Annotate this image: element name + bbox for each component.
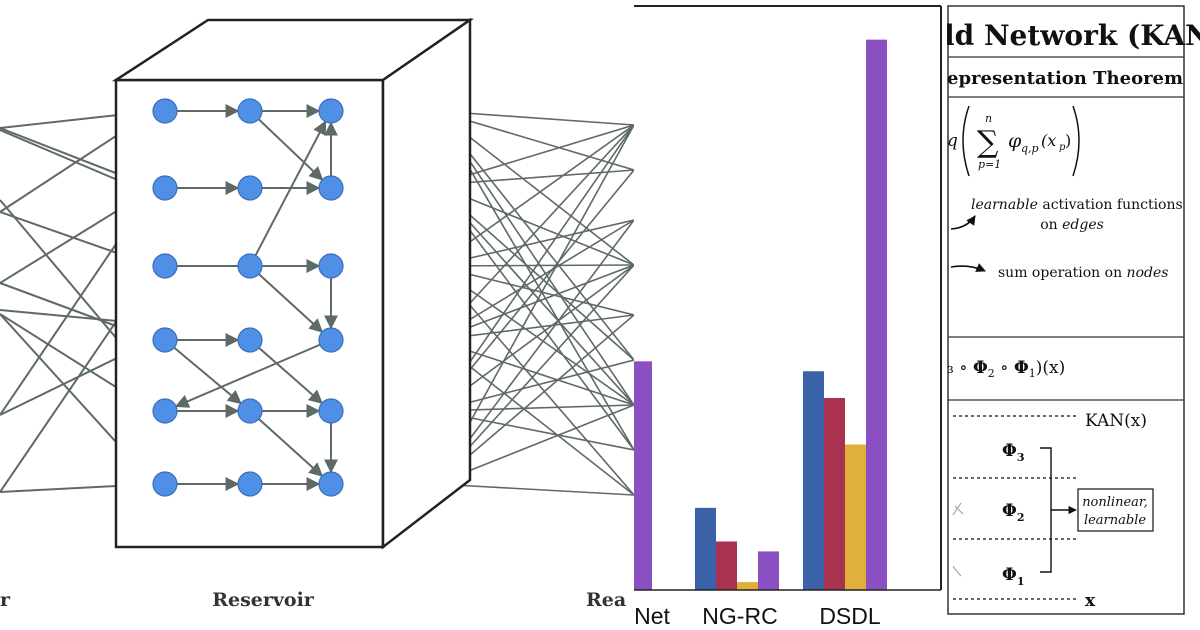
reservoir-node [152,253,178,279]
formula-arg: (x [1041,131,1056,150]
kan-notes: learnable activation functions on edges … [950,197,1183,281]
note-nodes: sum operation on nodes [998,265,1168,281]
formula-sum-top: n [985,112,992,125]
bar-ng-rc-s3 [737,582,758,590]
formula-sum-bottom: p=1 [978,158,1001,171]
x-tick-label: NG-RC [702,603,777,629]
reservoir-edge [249,339,324,405]
kan-layer-lines [953,415,1079,600]
nonlinear-box-line2: learnable [1084,513,1146,528]
formula-arg-sub: p [1059,142,1066,153]
reservoir-connections [164,104,338,491]
reservoir-edge [249,410,324,477]
note-edges-line2: on edges [1040,217,1104,233]
kan-subtitle: epresentation Theorem [947,68,1183,89]
reservoir-node [152,327,178,353]
reservoir-node [152,175,178,201]
formula-sigma: ∑ [977,125,999,160]
reservoir-node [152,471,178,497]
kan-diagram: ld Network (KAN) epresentation Theorem q… [947,5,1200,615]
edges-arrow [950,215,976,230]
kan-composition: ₃ ∘ Φ2 ∘ Φ1)(x) [947,358,1065,380]
layer-phi3: Φ3 [1002,441,1024,464]
x-tick-label: Net [634,603,670,629]
bar-dsdl-s2 [824,397,845,590]
reservoir-diagram: r Reservoir Rea [0,17,634,611]
reservoir-panel: r Reservoir Rea [0,17,634,611]
reservoir-node [152,398,178,424]
bar-ng-rc-s1 [695,507,716,590]
x-tick-label: DSDL [819,603,881,629]
nonlinear-box [1077,488,1154,532]
activation-sketch [952,502,964,577]
formula-phi-sub: q,p [1021,142,1039,155]
bar-net-s4 [634,361,652,590]
reservoir-node [318,327,344,353]
kan-formula: q n ∑ p=1 φ q,p (x p ) [947,105,1080,177]
readout-label: Rea [586,589,626,611]
formula-phi: φ [1008,130,1022,152]
reservoir-edge [164,339,242,405]
bar-chart: Net NG-RC DSDL [634,0,947,630]
reservoir-node [237,175,263,201]
note-edges-line1: learnable activation functions [971,197,1183,213]
layer-bracket [1040,447,1077,573]
bar-dsdl-s4 [866,39,887,590]
reservoir-edge [174,339,332,408]
readout-edge [435,483,634,496]
layer-phi2: Φ2 [1002,501,1024,524]
kan-output-label: KAN(x) [1085,411,1147,431]
readout-connections [435,110,634,496]
bar-ng-rc-s2 [716,541,737,590]
reservoir-node [237,327,263,353]
kan-panel: ld Network (KAN) epresentation Theorem q… [947,0,1200,630]
kan-title: ld Network (KAN) [947,19,1200,52]
bar-dsdl-s3 [845,444,866,590]
reservoir-box [111,17,475,550]
reservoir-node [237,253,263,279]
bar-dsdl-s1 [803,371,824,590]
reservoir-node [318,471,344,497]
reservoir-node [318,175,344,201]
bar-ng-rc-s4 [758,551,779,590]
formula-prefix: q [947,131,958,151]
reservoir-node [318,398,344,424]
layer-phi1: Φ1 [1002,565,1024,588]
kan-input-label: x [1085,591,1096,611]
formula-arg-close: ) [1065,131,1071,150]
reservoir-edge [249,110,324,181]
chart-x-tick-labels: Net NG-RC DSDL [634,603,881,629]
reservoir-node [237,471,263,497]
reservoir-edge [249,120,327,267]
nodes-arrow [950,263,986,272]
reservoir-node [318,98,344,124]
reservoir-nodes [152,98,344,497]
reservoir-node [152,98,178,124]
bar-chart-panel: Net NG-RC DSDL [634,0,947,630]
reservoir-node [237,398,263,424]
reservoir-node [237,98,263,124]
reservoir-label: Reservoir [212,589,315,611]
reservoir-edge [249,265,324,333]
nonlinear-box-line1: nonlinear, [1082,495,1148,510]
chart-bars [634,39,887,590]
input-layer-label: r [0,589,11,611]
reservoir-node [318,253,344,279]
